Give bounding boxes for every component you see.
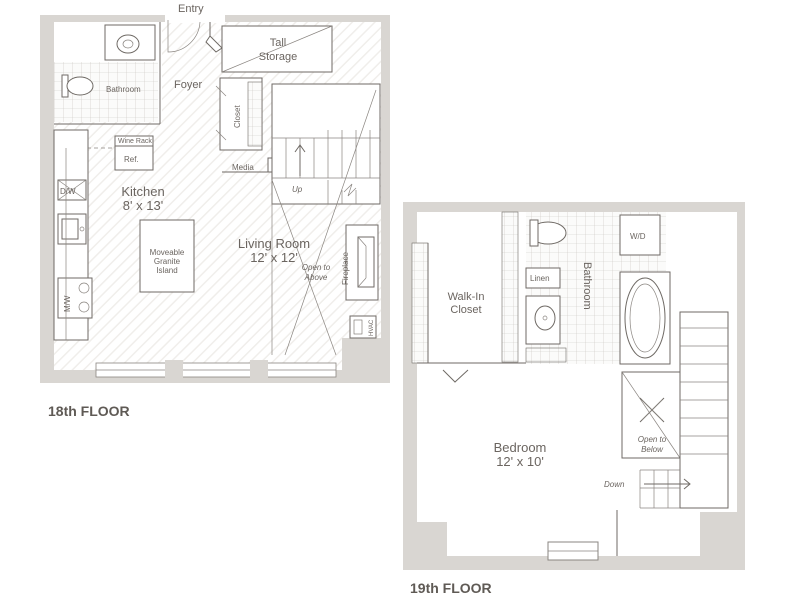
label-ref: Ref.	[124, 155, 139, 164]
label-open-below-1: Open to	[638, 435, 667, 444]
label-walkin-2: Closet	[450, 304, 481, 316]
label-floor-19: 19th FLOOR	[410, 580, 492, 596]
floor-18-plan	[40, 13, 390, 383]
label-bathroom-19: Bathroom	[581, 262, 593, 310]
label-tall-storage-1: Tall	[270, 37, 287, 49]
label-living-dim: 12' x 12'	[250, 250, 298, 265]
label-down: Down	[604, 480, 625, 489]
label-kitchen: Kitchen	[121, 184, 164, 199]
label-bathroom-18: Bathroom	[106, 85, 141, 94]
label-island-3: Island	[156, 266, 177, 275]
label-island-1: Moveable	[150, 248, 185, 257]
floor-19-plan	[403, 202, 745, 570]
label-open-above-1: Open to	[302, 263, 331, 272]
label-entry: Entry	[178, 3, 204, 15]
label-open-above-2: Above	[304, 273, 328, 282]
label-tall-storage-2: Storage	[259, 51, 298, 63]
label-walkin-1: Walk-In	[448, 291, 485, 303]
label-up: Up	[292, 185, 303, 194]
label-floor-18: 18th FLOOR	[48, 403, 130, 419]
label-kitchen-dim: 8' x 13'	[123, 198, 163, 213]
label-dw: D/W	[60, 187, 76, 196]
label-living-room: Living Room	[238, 236, 310, 251]
label-fireplace: Fireplace	[341, 252, 350, 285]
label-bedroom: Bedroom	[494, 440, 547, 455]
label-wd: W/D	[630, 232, 646, 241]
label-closet: Closet	[233, 105, 242, 128]
label-open-below-2: Below	[641, 445, 664, 454]
label-hvac: HVAC	[369, 319, 375, 336]
label-media: Media	[232, 163, 254, 172]
label-linen: Linen	[530, 274, 550, 283]
label-wine-rack: Wine Rack	[118, 138, 152, 145]
label-mw: M/W	[63, 295, 72, 312]
label-bedroom-dim: 12' x 10'	[496, 454, 544, 469]
label-island-2: Granite	[154, 257, 181, 266]
label-foyer: Foyer	[174, 79, 202, 91]
